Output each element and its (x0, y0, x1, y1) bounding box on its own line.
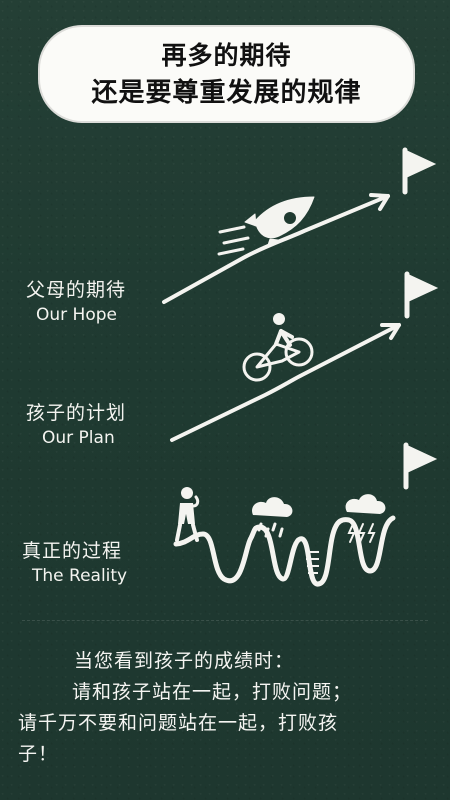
title-line-1: 再多的期待 (161, 41, 292, 70)
section-divider (22, 620, 428, 621)
reality-label-cn: 真正的过程 (22, 540, 123, 562)
message-block: 当您看到孩子的成绩时： 请和孩子站在一起，打败问题； 请千万不要和问题站在一起，… (18, 646, 432, 770)
message-line-3: 请千万不要和问题站在一起，打败孩 (18, 712, 339, 734)
title-line-2: 还是要尊重发展的规律 (91, 78, 362, 108)
hope-label: 父母的期待 Our Hope (26, 277, 126, 327)
plan-label-cn: 孩子的计划 (26, 402, 127, 424)
message-line-1: 当您看到孩子的成绩时： (74, 650, 295, 672)
title-card: 再多的期待 还是要尊重发展的规律 (38, 25, 415, 123)
hope-label-cn: 父母的期待 (26, 279, 127, 301)
plan-label-en: Our Plan (42, 428, 115, 448)
reality-label-en: The Reality (32, 566, 128, 586)
plan-label: 孩子的计划 Our Plan (26, 400, 126, 450)
message-line-2: 请和孩子站在一起，打败问题； (72, 681, 353, 703)
reality-label: 真正的过程 The Reality (22, 538, 127, 588)
hope-label-en: Our Hope (36, 305, 117, 325)
message-line-4: 子！ (18, 743, 59, 765)
